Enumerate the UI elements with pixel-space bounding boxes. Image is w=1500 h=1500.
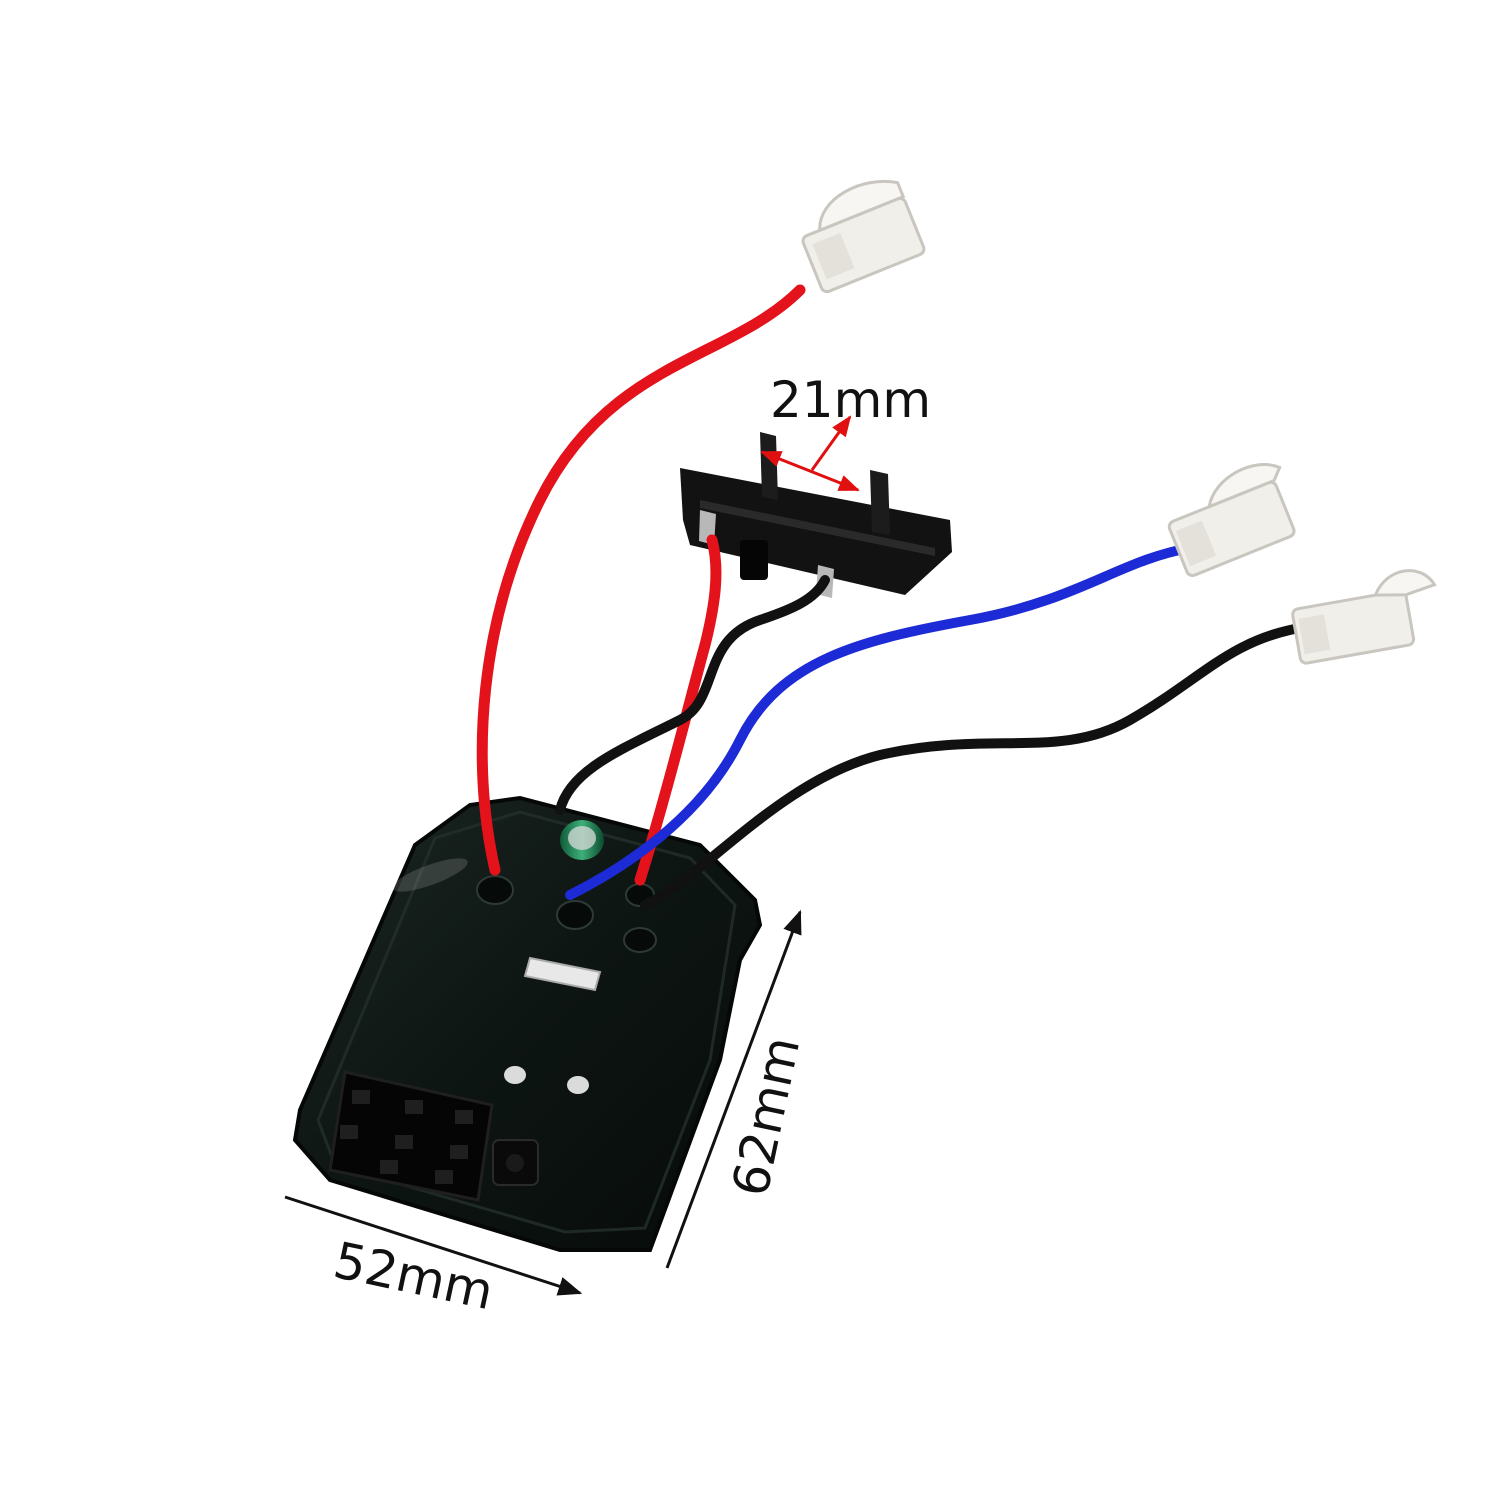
connector-top xyxy=(801,179,926,294)
width-arrow xyxy=(284,1195,583,1296)
black-wire-short xyxy=(555,575,830,815)
height-arrow xyxy=(665,909,802,1269)
spacing-arrow xyxy=(760,450,860,492)
connector-middle xyxy=(1167,462,1296,578)
spacing-leader-arrow xyxy=(810,415,852,471)
wires xyxy=(476,284,1305,910)
red-wire-long xyxy=(476,284,806,876)
push-button xyxy=(492,1139,539,1186)
control-board xyxy=(292,795,763,1252)
terminal-spacing-label: 21mm xyxy=(770,371,932,429)
plug-socket xyxy=(328,1070,494,1202)
black-wire-long xyxy=(640,623,1305,910)
red-wire-short xyxy=(634,534,722,886)
blue-wire xyxy=(565,543,1195,900)
connector-right xyxy=(1291,569,1437,665)
